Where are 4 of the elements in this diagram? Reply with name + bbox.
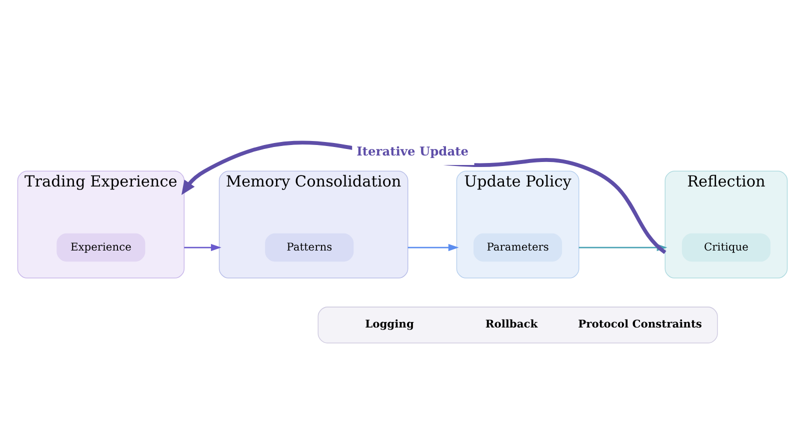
edge-label: Iterative Update (356, 144, 469, 158)
node-box: Logging Rollback Protocol Constraints (318, 306, 718, 343)
arrow (408, 243, 459, 251)
arrow (184, 243, 222, 251)
